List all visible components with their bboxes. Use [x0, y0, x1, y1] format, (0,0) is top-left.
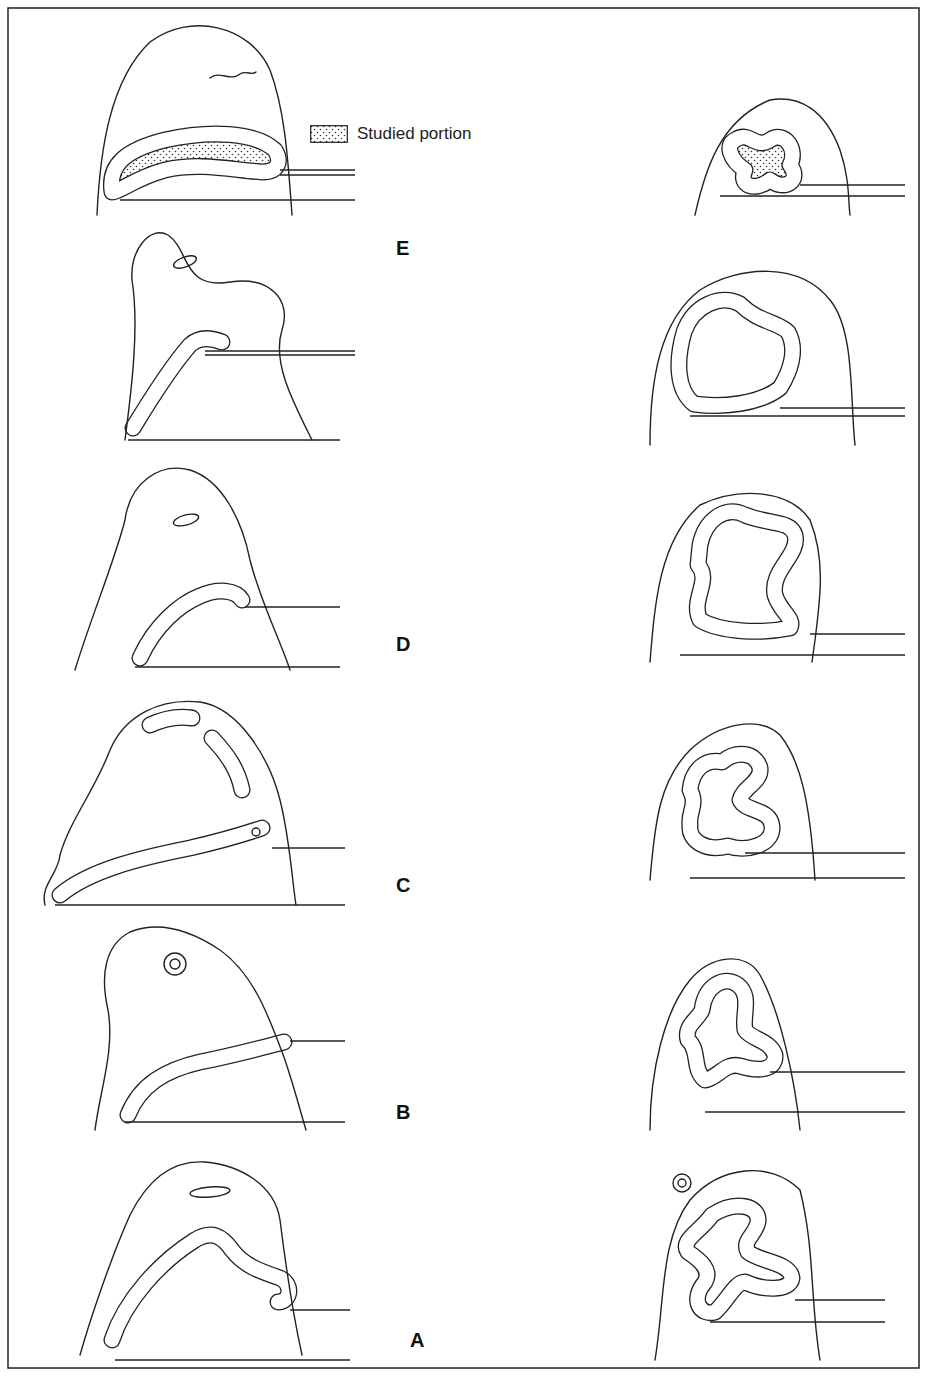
section-letter: E	[396, 238, 409, 258]
section-e-right	[650, 271, 905, 445]
section-d-right	[650, 493, 905, 662]
section-e-left	[125, 233, 355, 440]
section-letter: D	[396, 634, 410, 654]
section-letter: A	[410, 1330, 424, 1350]
section-top-right	[695, 99, 905, 215]
legend-item: Studied portion	[310, 124, 471, 144]
section-top-left	[97, 26, 355, 215]
section-a-left	[80, 1162, 350, 1360]
legend-text: Studied portion	[357, 124, 471, 144]
section-b-left	[95, 927, 345, 1130]
section-c-right	[650, 724, 905, 880]
frame	[8, 8, 919, 1368]
section-d-left	[75, 468, 340, 670]
legend-swatch	[310, 125, 348, 143]
section-letter: B	[396, 1102, 410, 1122]
section-a-right	[655, 1171, 885, 1360]
section-letter: C	[396, 875, 410, 895]
section-b-right	[650, 959, 905, 1130]
section-c-left	[44, 701, 345, 905]
